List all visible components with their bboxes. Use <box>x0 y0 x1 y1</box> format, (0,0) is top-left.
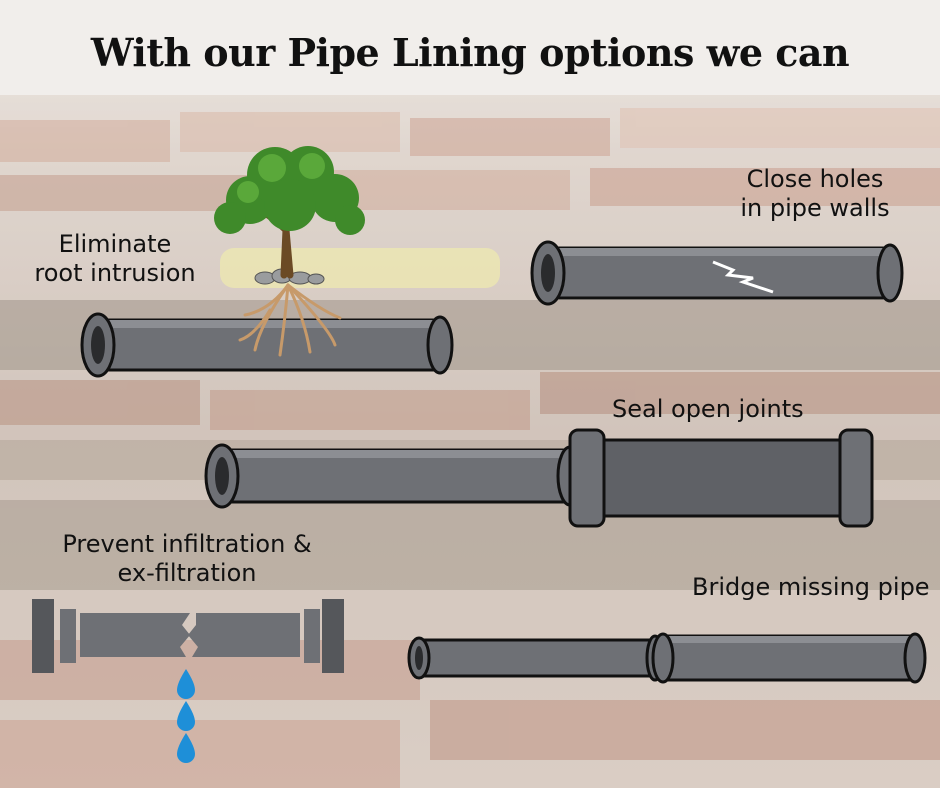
label-root-line2: root intrusion <box>34 258 196 287</box>
pipe-infiltration <box>32 599 344 763</box>
label-prevent-infiltration: Prevent infiltration & ex-filtration <box>52 530 322 588</box>
label-seal-joints: Seal open joints <box>612 395 804 423</box>
water-drop-icon <box>177 669 195 763</box>
label-root-line1: Eliminate <box>58 230 172 258</box>
label-infil-line2: ex-filtration <box>117 558 257 587</box>
pipe-bridge <box>407 632 927 684</box>
label-close-holes: Close holes in pipe walls <box>730 165 900 223</box>
pipe-seal-joints <box>204 428 874 528</box>
label-root-intrusion: Eliminate root intrusion <box>30 230 200 288</box>
page-title: With our Pipe Lining options we can <box>90 30 850 75</box>
pipe-close-holes <box>530 240 904 306</box>
tree-icon <box>214 146 365 357</box>
label-bridge-pipe: Bridge missing pipe <box>692 573 930 601</box>
label-holes-line2: in pipe walls <box>740 193 890 222</box>
crack-icon <box>712 260 774 294</box>
pipe-root-intrusion <box>80 312 454 378</box>
label-infil-line1: Prevent infiltration & <box>62 530 312 558</box>
label-holes-line1: Close holes <box>746 165 884 193</box>
